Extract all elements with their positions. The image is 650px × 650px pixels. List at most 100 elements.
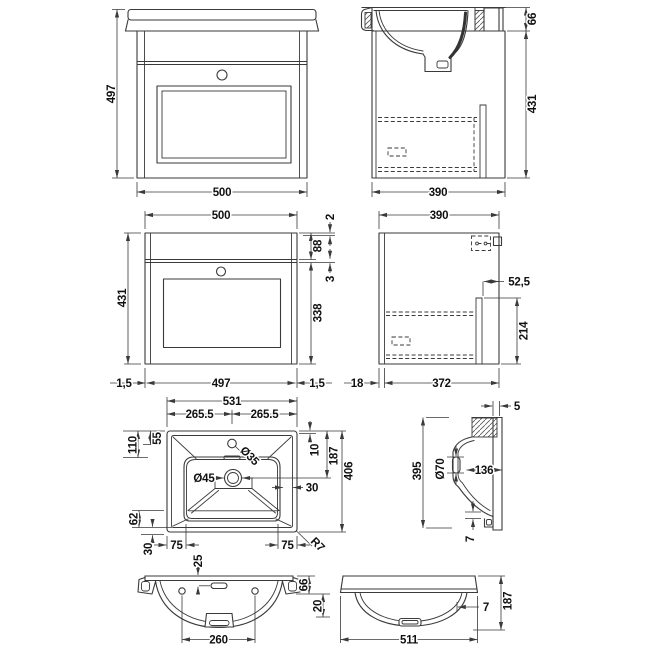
fixing-hole-right [251,587,259,595]
hanging-bracket [492,236,503,247]
dim-rim-top: 10 [310,444,322,456]
dim-cabinet-width: 500 [212,210,231,222]
dim-side-left: 1,5 [116,378,132,390]
label-waste-hole: Ø45 [193,473,215,485]
left-mount-tab [137,576,157,595]
overflow-channel-section [448,11,467,59]
dim-internal-width: 497 [212,378,231,390]
back-wall-hatch [474,10,485,32]
cabinet-side-view: 390 52,5 214 18 372 [344,209,532,392]
drawer-runner [479,104,487,179]
dim-top-rail: 88 [313,239,325,252]
bowl-underside-inner [359,591,463,622]
dim-basin-depth: 406 [344,462,356,481]
bracket-hidden [471,235,491,251]
bowl-floor-creases [187,487,280,514]
basin-underside-view: 7 187 511 [339,575,516,648]
drawer-hidden-lines [378,117,477,172]
vanity-side-view: 66 431 390 [360,6,541,201]
waste-hole-outer [223,468,243,488]
dim-front-thickness: 18 [351,378,364,390]
knob [215,266,227,277]
waste-stub [422,53,452,73]
dim-underside-depth: 187 [503,592,515,611]
bowl-floor-platform [214,477,253,489]
waste-hole-inner [227,472,239,484]
basin-outline [166,430,298,533]
dim-drawer-front: 338 [313,303,325,322]
basin-front-bullnose [360,6,374,32]
overflow-slot-plan [223,455,241,460]
dim-corner-right: 75 [281,540,294,552]
dim-cabinet-height: 431 [117,288,129,307]
basin-rim-front [144,575,294,582]
drawer-hidden-lines [386,311,476,359]
knob [216,69,228,81]
bowl-inner [186,459,278,519]
dim-bowl-to-back: 136 [475,465,494,477]
deck-creases [172,436,292,527]
dim-section-depth: 395 [412,461,424,480]
dim-side-right: 1,5 [309,378,325,390]
dim-cabinet-height: 431 [527,94,539,113]
cabinet-front-lines [144,232,298,365]
dim-underside-wall: 7 [483,602,489,614]
drawer-panel-inner [161,90,287,159]
overflow-hole-section [451,456,461,474]
overflow-slot [210,582,228,590]
vanity-front-view: 497 500 [105,8,320,201]
cabinet-side-body [371,30,506,179]
dim-hole-offset: 20 [313,600,325,612]
dim-rim-bottom: 30 [143,543,155,555]
basin-back-slab [471,416,503,531]
dim-back-inset: 52,5 [508,277,530,289]
right-mount-tab [281,576,301,595]
basin-rim-inner [171,435,293,528]
dim-half-right: 265.5 [251,409,280,421]
bowl-inner-profile [457,439,491,512]
cabinet-panel-lines [136,30,308,179]
waste-foot [483,516,494,528]
dim-vanity-width: 500 [213,187,232,199]
dim-waste-offset: 187 [329,447,341,466]
dim-wall: 7 [465,536,477,542]
basin-slab [339,575,479,594]
dim-bowl-gap: 30 [306,483,318,495]
dim-drawer-height: 214 [519,321,531,340]
dim-underside-width: 511 [400,635,419,647]
dim-vanity-depth: 390 [429,187,448,199]
bowl-outer [183,456,281,522]
cabinet-front-view: 500 431 2 88 3 338 1,5 497 1,5 [110,209,339,392]
basin-plan-view: Ø35 Ø45 531 265.5 265.5 110 55 62 30 75 … [123,395,357,557]
handle-hidden [391,336,411,346]
dim-body-depth: 372 [432,378,451,390]
label-corner-radius: R7 [308,536,327,555]
dim-top-thickness: 2 [325,214,337,220]
cabinet-front-outline [144,232,298,365]
dim-gap: 3 [325,276,337,282]
label-overflow: Ø70 [435,458,447,479]
tap-hole [227,438,237,449]
dim-basin-height: 66 [527,13,539,25]
dim-fixing-centres: 260 [209,635,228,647]
basin-front-view: 25 260 66 20 [137,553,330,648]
dim-bowl-bottom: 62 [129,513,141,525]
dim-overflow-offset: 25 [193,554,205,567]
dim-cabinet-depth: 390 [430,210,449,222]
bowl-outer-curve [375,9,424,55]
upstand-hatch [471,417,498,438]
basin-top-skirt [124,19,320,32]
drawer-handle-hidden [387,147,407,157]
cabinet-body [136,30,308,179]
dim-corner-left: 75 [170,540,183,552]
drawer-panel-outer [156,85,292,164]
dim-back-step: 5 [514,401,521,413]
rim-section-hatch [364,12,372,29]
label-tap-hole: Ø35 [237,445,261,469]
dim-half-left: 265.5 [186,409,215,421]
dim-rim-height: 66 [299,579,311,591]
dim-vanity-height: 497 [106,85,118,104]
basin-section-view: 5 Ø70 136 395 7 [411,400,523,544]
